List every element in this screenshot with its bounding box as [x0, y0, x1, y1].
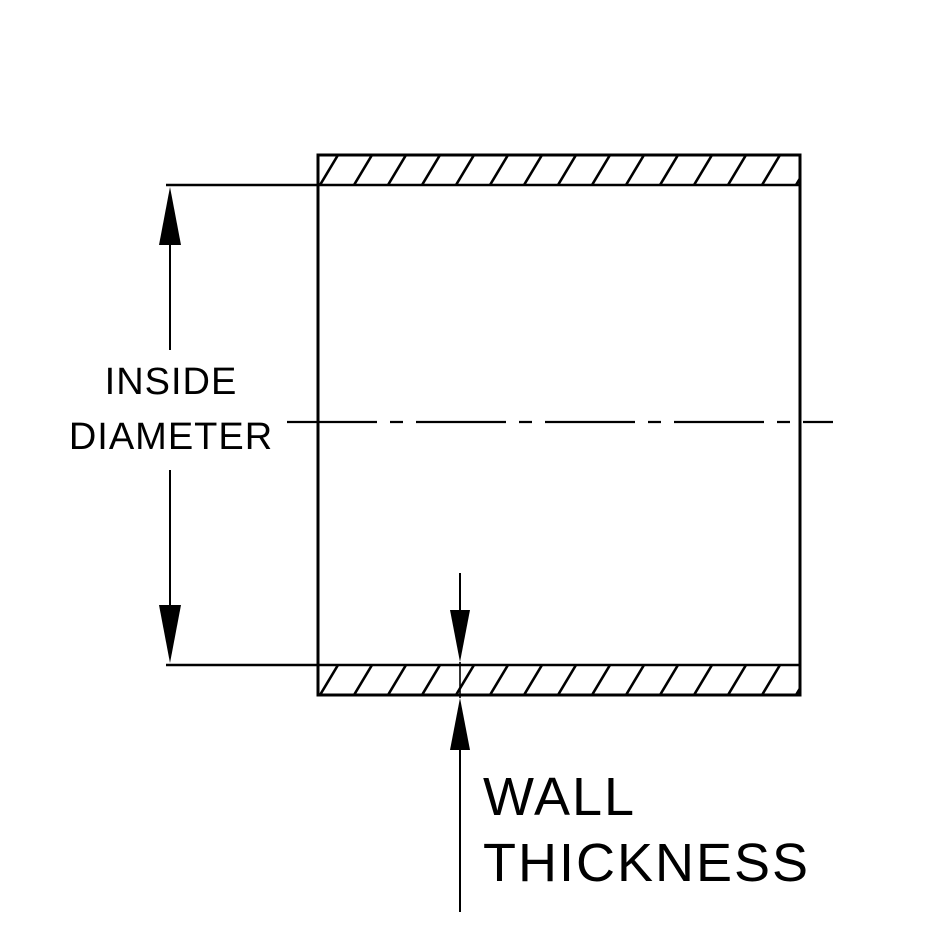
arrow-down-icon [159, 605, 181, 663]
top-wall-hatching [318, 155, 800, 185]
inside-diameter-dimension: INSIDE DIAMETER [69, 187, 273, 663]
bottom-wall-hatching [318, 665, 800, 695]
inside-diameter-label-line1: INSIDE [105, 361, 238, 403]
wall-thickness-dimension: WALL THICKNESS [450, 573, 810, 912]
arrow-down-icon [450, 610, 470, 662]
wall-thickness-label-line1: WALL [483, 767, 636, 827]
arrow-up-icon [450, 698, 470, 750]
inside-diameter-label-line2: DIAMETER [69, 416, 273, 458]
wall-thickness-label-line2: THICKNESS [483, 833, 810, 893]
arrow-up-icon [159, 187, 181, 245]
tube-outline [316, 153, 802, 697]
